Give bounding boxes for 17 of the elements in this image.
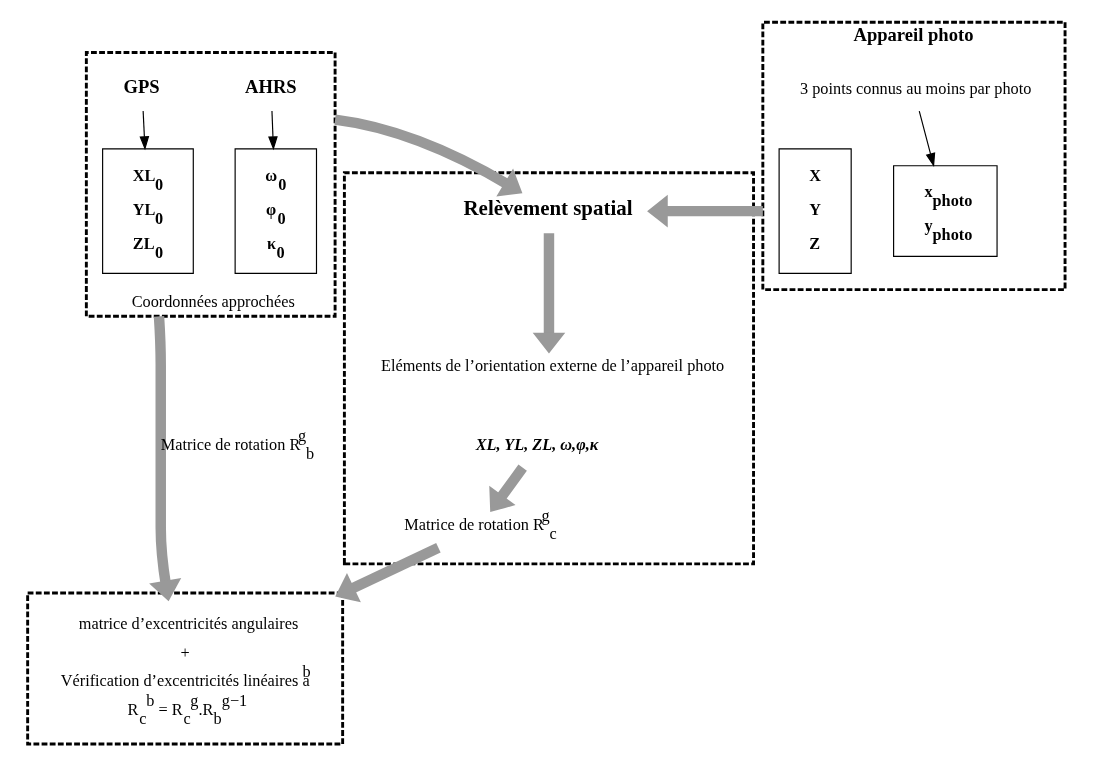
arrow (532, 233, 565, 354)
node-text: GPS (123, 75, 160, 97)
node-text: Eléments de l’orientation externe de l’appareil photo (380, 356, 724, 375)
arrow (267, 110, 278, 151)
node-text: AHRS (244, 75, 297, 97)
cluster (342, 171, 755, 566)
arrow (139, 110, 149, 151)
node-text: XL, YL, ZL, ω,φ,κ (475, 435, 598, 454)
arrow (918, 110, 935, 168)
arrow (333, 114, 522, 197)
node-box: X Y Z (778, 148, 852, 274)
arrow (646, 194, 763, 228)
arrow (488, 464, 527, 513)
arrow (148, 316, 181, 602)
node-text: 3 points connus au moins par photo (799, 79, 1031, 98)
node-text: Relèvement spatial (463, 196, 632, 221)
arrow (334, 542, 441, 603)
